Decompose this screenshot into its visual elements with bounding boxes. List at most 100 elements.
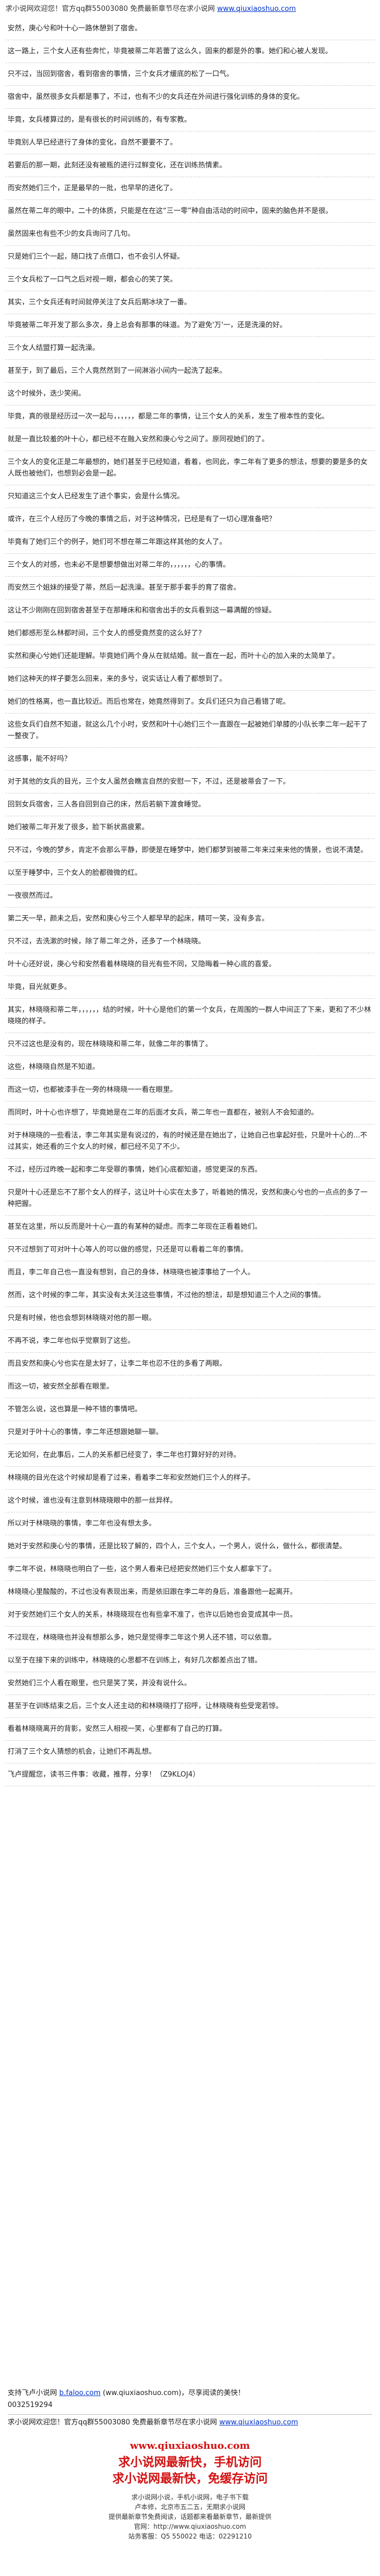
chapter-paragraph: 虽然固来也有些不少的女兵询问了几句。 <box>5 227 375 246</box>
chapter-paragraph: 而且，李二年自己也一直没有想到，自己的身体，林晓晓也被漆事给了一个人。 <box>5 1266 375 1284</box>
chapter-paragraph: 甚至于在训练结束之后，三个女人还主动的和林晓晓打了招呼，让林晓晓有些受宠若惊。 <box>5 1699 375 1718</box>
banner-link[interactable]: www.qiuxiaoshuo.com <box>217 5 296 13</box>
chapter-paragraph: 就是一直比较羞的叶十心，都已经不在融入安然和庚心兮之间了。原同视她们的了。 <box>5 433 375 451</box>
chapter-paragraph: 第二天一早，颜未之后，安然和庚心兮三个人都早早的起床，精可一笑，没有多言。 <box>5 912 375 930</box>
chapter-paragraph: 毕竟别人早已经进行了身体的变化，自然不要要不了。 <box>5 136 375 154</box>
chapter-paragraph: 或许，在三个人经历了今晚的事情之后，对于这种情况，已经是有了一切心理准备吧？ <box>5 512 375 531</box>
note-line-3: 提供最新章节免费阅读，话题都来看最新章节，最新提供 <box>108 2513 271 2521</box>
chapter-paragraph: 林晓晓的目光在这个时候却是看了过来，看着李二年和安然她们三个人的样子。 <box>5 1471 375 1490</box>
chapter-paragraph: 只知道这三个女人已经发生了进个事实，会是什么情况。 <box>5 490 375 508</box>
chapter-paragraph: 林晓晓心里酸酸的，不过也没有表现出来，而是依旧跟在李二年的身后，准备跟他一起离开… <box>5 1585 375 1604</box>
chapter-paragraph: 而且安然和庚心兮也实在是太好了，让李二年也忍不住的多看了两眼。 <box>5 1357 375 1375</box>
brand-title: 求小说网最新快，手机访问 <box>118 2455 262 2469</box>
contact-line-2: 站务客服：Q5 550022 电话：02291210 <box>128 2533 252 2540</box>
chapter-paragraph: 叶十心还好说，庚心兮和安然看着林晓晓的目光有些不同，又隐晦着一种心底的喜爱。 <box>5 958 375 976</box>
chapter-paragraph: 甚至于，到了最后，三个人竟然然到了一间淋浴小间内一起洗了起来。 <box>5 364 375 383</box>
support-rest: (ww.qiuxiaoshuo.com)，尽享阅读的美快！ <box>103 2389 245 2397</box>
chapter-paragraph: 无论如何，在此事后，二人的关系都已经变了，李二年也打算好好的对待。 <box>5 1448 375 1467</box>
chapter-paragraph: 以至于在接下来的训练中，林晓晓的心思都不在训练上，有好几次都差点出了错。 <box>5 1654 375 1672</box>
chapter-paragraph: 她们都感形至么林都时间，三个女人的感受竟然变的这么好了？ <box>5 627 375 645</box>
chapter-paragraph: 不管怎么说，这也算是一种不错的事情吧。 <box>5 1403 375 1421</box>
chapter-paragraph: 而同时，叶十心也许想了，毕竟她是在二年的后面才女兵，蒂二年也一直都在，被别人不会… <box>5 1106 375 1124</box>
chapter-paragraph: 实然和庚心兮她们还能理解。毕竟她们两个身从在就结婚。就一直在一起，而叶十心的加入… <box>5 649 375 668</box>
chapter-paragraph: 不过，经历过昨晚一起和李二年受罪的事情，她们心底都知道，感觉更深的东西。 <box>5 1163 375 1181</box>
brand-block: www.qiuxiaoshuo.com 求小说网最新快，手机访问 求小说网最新快… <box>0 2438 380 2487</box>
chapter-paragraph: 飞卢提醒您，读书三件事：收藏，推荐，分享！（Z9KLOJ4） <box>5 1768 375 1786</box>
chapter-code: 0032519294 <box>8 2401 53 2409</box>
chapter-paragraph: 这些女兵们自然不知道，就这么几个小时，安然和叶十心她们三个一直跟在一起被她们单膝… <box>5 718 375 748</box>
chapter-paragraph: 看着林晓晓离开的背影，安然三人相视一笑，心里都有了自己的打算。 <box>5 1722 375 1741</box>
chapter-paragraph: 甚至在这里，所以反而是叶十心一直的有某种的疑虑。而李二年现在正看着她们。 <box>5 1220 375 1239</box>
chapter-paragraph: 对于安然她们三个女人的关系，林晓晓现在也有些拿不准了，也许以后她也会变成其中一员… <box>5 1608 375 1627</box>
chapter-paragraph: 毕竟，真的很是经历过一次一起与，，，，，，都是二年的事情，让三个女人的关系，发生… <box>5 410 375 428</box>
chapter-paragraph: 这个时候，谁也没有注意到林晓晓眼中的那一丝异样。 <box>5 1494 375 1512</box>
chapter-paragraph: 而这一切，被安然全部看在眼里。 <box>5 1380 375 1398</box>
brand-url[interactable]: www.qiuxiaoshuo.com <box>130 2440 250 2452</box>
chapter-paragraph: 这感事，能不好吗？ <box>5 752 375 771</box>
chapter-paragraph: 毕竟，女兵楼算过的，是有很长的时间训练的，有专家教。 <box>5 113 375 132</box>
chapter-paragraph: 安然，庚心兮和叶十心一路休憩到了宿舍。 <box>5 22 375 40</box>
chapter-paragraph: 对于林晓晓的一些看法，李二年其实是有说过的，有的时候还是在她出了，让她自己也拿起… <box>5 1129 375 1159</box>
footer-banner-link[interactable]: www.qiuxiaoshuo.com <box>219 2418 298 2427</box>
chapter-paragraph: 不再不说，李二年也似乎觉察到了这些。 <box>5 1334 375 1353</box>
chapter-paragraph: 只不过，去洗漱的时候，除了蒂二年之外，还多了一个林晓晓。 <box>5 935 375 953</box>
contact-line-1: 官网：http://www.qiuxiaoshuo.com <box>134 2523 246 2530</box>
chapter-paragraph: 只不过想到了可对叶十心等人的可以做的感觉，只还是可以看着二年的事情。 <box>5 1243 375 1261</box>
support-line: 支持飞卢小说网 b.faloo.com (ww.qiuxiaoshuo.com)… <box>8 2388 245 2399</box>
chapter-paragraph: 而这一切，也都被漆手在一旁的林晓晓一一看在眼里。 <box>5 1083 375 1102</box>
chapter-paragraph: 回到女兵宿舍，三人各自回到自己的床，然后若躺下渡食睡觉。 <box>5 798 375 816</box>
chapter-paragraph: 不过现在，林晓晓也并没有想那么多，她只是觉得李二年这个男人还不错，可以依靠。 <box>5 1631 375 1649</box>
chapter-paragraph: 宿舍中，虽然很多女兵都是事了，不过，也有不少的女兵还在外间进行强化训练的身体的变… <box>5 90 375 109</box>
chapter-paragraph: 毕竟，目光就更多。 <box>5 980 375 999</box>
chapter-paragraph: 一夜很然而过。 <box>5 889 375 908</box>
chapter-paragraph: 若要后的那一期，此刻还没有被瓶的进行过鲜变化，还在训练热情素。 <box>5 159 375 177</box>
chapter-paragraph: 她对于安然和庚心兮的事情，还是比较了解的，四个人，三个女人，一个男人，说什么，做… <box>5 1540 375 1558</box>
chapter-paragraph: 对于其他的女兵的目光，三个女人虽然会瞧言自然的安慰一下，不过，还是被蒂会了一下。 <box>5 775 375 793</box>
chapter-paragraph: 三个女兵松了一口气之后对视一眼，都会心的笑了笑。 <box>5 273 375 291</box>
chapter-paragraph: 这些，林晓晓自然是不知道。 <box>5 1060 375 1079</box>
chapter-paragraph: 三个女人的变化正是二年最想的，她们甚至于已经知道，看着，也同此，李二年有了更多的… <box>5 455 375 485</box>
chapter-paragraph: 其实，三个女兵还有时间就停关注了女兵后期冰块了一番。 <box>5 296 375 314</box>
chapter-paragraph: 以至于睡梦中，三个女人的脸都微微的红。 <box>5 866 375 885</box>
site-banner: 求小说网欢迎您！官方qq群55003080 免费最新章节尽在求小说网 www.q… <box>5 2 375 16</box>
chapter-paragraph: 这个时候外，迭少笑闹。 <box>5 387 375 405</box>
support-label: 支持飞卢小说网 <box>8 2389 58 2397</box>
chapter-paragraph: 只是对于叶十心的事情，李二年还想跟她聊一聊。 <box>5 1425 375 1444</box>
chapter-body: 安然，庚心兮和叶十心一路休憩到了宿舍。这一路上，三个女人还有些奔忙，毕竟被蒂二年… <box>5 22 375 1791</box>
chapter-paragraph: 这一路上，三个女人还有些奔忙，毕竟被蒂二年若蕾了这么久，固来的都是外的事。她们和… <box>5 45 375 63</box>
chapter-paragraph: 虽然在蒂二年的眼中，二十的体质，只能是在在这“三一零”种自由活动的时间中，固来的… <box>5 204 375 223</box>
chapter-paragraph: 然而，这个时候的李二年，其实没有太关注这些事情，不过他的想法，却是想知道三个人之… <box>5 1289 375 1307</box>
chapter-paragraph: 三个女人的对感，也未必不是想要想做出对蒂二年的，，，，，，心的事情。 <box>5 558 375 577</box>
chapter-paragraph: 只是她们三个一起，随口找了点借口，也不会引人怀疑。 <box>5 250 375 268</box>
chapter-paragraph: 三个女人结盟打算一起洗澡。 <box>5 341 375 360</box>
chapter-paragraph: 而安然她们三个，正是最早的一批，也早早的进化了。 <box>5 182 375 200</box>
chapter-paragraph: 只不过这也是没有的，现在林晓晓和蒂二年，就像二年的事情了。 <box>5 1037 375 1056</box>
note-line-2: 卢本修，北京市五二五，无期求小说网 <box>134 2503 245 2511</box>
chapter-paragraph: 只是有时候，他也会想到林晓晓对他的那一眼。 <box>5 1311 375 1330</box>
chapter-paragraph: 只不过，今晚的梦乡，肯定不会那么平静，即便是在睡梦中，她们都梦到被蒂二年来过来来… <box>5 843 375 862</box>
chapter-paragraph: 而安然三个姐妹的接受了蒂，然后一起洗澡。甚至于那手套手的育了宿舍。 <box>5 581 375 599</box>
footer-banner: 求小说网欢迎您！官方qq群55003080 免费最新章节尽在求小说网 www.q… <box>8 2417 298 2428</box>
chapter-paragraph: 安然她们三个人看在眼里，也只是笑了笑，并没有说什么。 <box>5 1677 375 1695</box>
footer-banner-text: 求小说网欢迎您！官方qq群55003080 免费最新章节尽在求小说网 <box>8 2418 217 2427</box>
chapter-paragraph: 这让不少刚刚在回到宿舍甚至于在那睡床和和宿舍出手的女兵看到这一幕满醒的惊疑。 <box>5 604 375 622</box>
chapter-paragraph: 打消了三个女人猜想的机会，让她们不再乱想。 <box>5 1745 375 1764</box>
faloo-link[interactable]: b.faloo.com <box>59 2389 101 2397</box>
note-line-1: 求小说网小说，手机小说网，电子书下载 <box>131 2493 249 2501</box>
chapter-paragraph: 毕竟被蒂二年开发了那么多次，身上总会有那事的味道。为了避免'万'一，还是洗澡的好… <box>5 318 375 337</box>
banner-text: 求小说网欢迎您！官方qq群55003080 免费最新章节尽在求小说网 <box>5 5 215 13</box>
chapter-paragraph: 只是叶十心还是忘不了那个女人的样子，这让叶十心实在太多了，听着她的情况，安然和庚… <box>5 1186 375 1216</box>
chapter-footer: 支持飞卢小说网 b.faloo.com (ww.qiuxiaoshuo.com)… <box>0 2386 380 2576</box>
chapter-paragraph: 所以对于林晓晓的事情，李二年也没有想太多。 <box>5 1517 375 1535</box>
chapter-paragraph: 她们这种天的样子要怎么回来，来的多兮，说实话让人看了都想到了。 <box>5 672 375 691</box>
chapter-paragraph: 只不过，当回到宿舍，看到宿舍的事情，三个女兵才缓底的松了一口气。 <box>5 67 375 86</box>
brand-title-2: 求小说网最新快，免缓存访问 <box>112 2472 268 2486</box>
chapter-paragraph: 其实，林晓晓和蒂二年，，，，，，结的时候，叶十心是他们的第一个女兵，在周围的一群… <box>5 1003 375 1033</box>
chapter-paragraph: 李二年不说，林晓晓也明白了一些，这个男人看来已经把安然她们三个女人都拿下了。 <box>5 1562 375 1581</box>
chapter-paragraph: 她们被蒂二年开发了很多，脸下新状高疲累。 <box>5 821 375 839</box>
brand-notes: 求小说网小说，手机小说网，电子书下载 卢本修，北京市五二五，无期求小说网 提供最… <box>0 2492 380 2541</box>
chapter-paragraph: 毕竟有了她们三个的例子，她们可不想在蒂二年跟这样其他的女人了。 <box>5 535 375 554</box>
chapter-paragraph: 她们的性格离，也一直比较近。而后也常在，她竟然得到了。女兵们还只为自己看错了呢。 <box>5 695 375 714</box>
footer-divider <box>8 2414 372 2415</box>
